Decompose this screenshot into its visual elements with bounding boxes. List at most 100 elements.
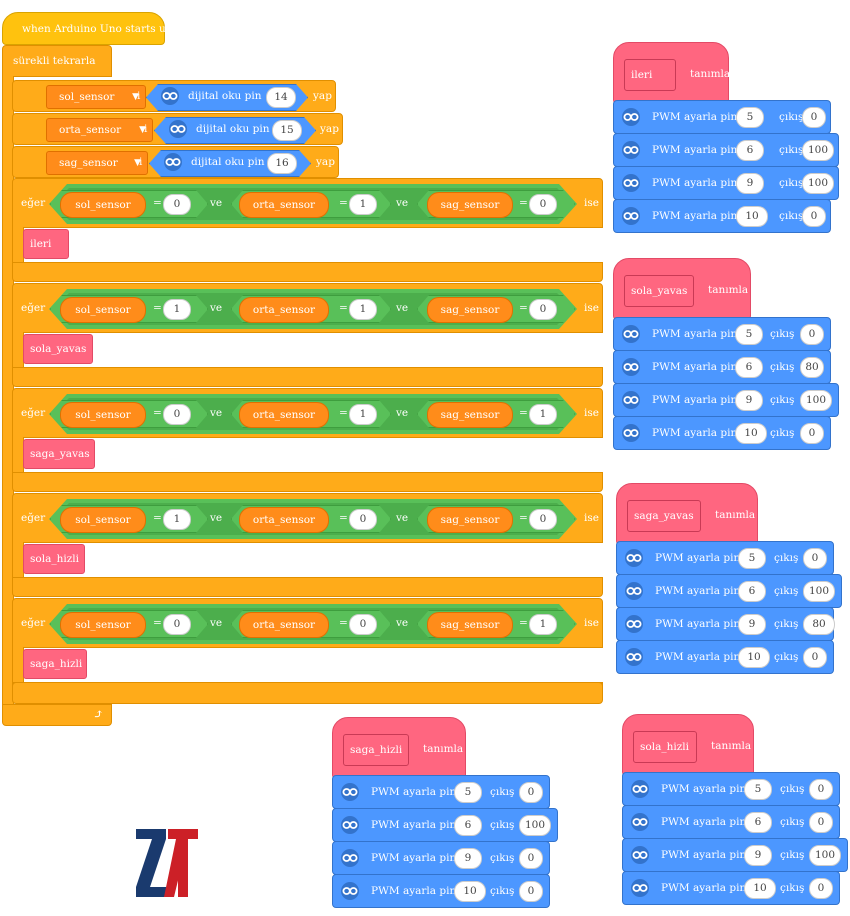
pwm-value-input[interactable]: 100 <box>809 845 841 866</box>
sensor-variable[interactable]: sol_sensor <box>60 612 146 638</box>
compare-value-input[interactable]: 0 <box>349 614 377 635</box>
function-name-slot[interactable]: sola_hizli <box>633 731 697 763</box>
sensor-variable[interactable]: sol_sensor <box>60 192 146 218</box>
pwm-pin-input[interactable]: 9 <box>735 390 763 411</box>
compare-value-input[interactable]: 0 <box>529 509 557 530</box>
compare-value-input[interactable]: 1 <box>163 299 191 320</box>
pwm-value-input[interactable]: 0 <box>803 548 827 569</box>
hat-block-start[interactable]: when Arduino Uno starts up <box>2 12 173 45</box>
pwm-value-input[interactable]: 0 <box>519 881 543 902</box>
pwm-value-input[interactable]: 100 <box>519 815 551 836</box>
pwm-value-input[interactable]: 0 <box>809 878 833 899</box>
sensor-variable[interactable]: orta_sensor <box>239 507 329 533</box>
compare-value-input[interactable]: 0 <box>163 404 191 425</box>
pwm-value-input[interactable]: 0 <box>803 647 827 668</box>
pwm-value-input[interactable]: 0 <box>809 779 833 800</box>
function-name-slot[interactable]: ileri <box>624 59 676 91</box>
pwm-value-input[interactable]: 100 <box>802 140 834 161</box>
sensor-variable[interactable]: sol_sensor <box>60 402 146 428</box>
sensor-variable[interactable]: orta_sensor <box>239 297 329 323</box>
pwm-value-input[interactable]: 0 <box>802 107 826 128</box>
function-call-block[interactable]: saga_hizli <box>23 649 87 679</box>
pwm-value-input[interactable]: 0 <box>802 206 826 227</box>
pwm-value-input[interactable]: 80 <box>803 614 835 635</box>
pwm-value-input[interactable]: 100 <box>803 581 835 602</box>
pin-input[interactable]: 16 <box>267 153 297 174</box>
pwm-pin-input[interactable]: 10 <box>744 878 776 899</box>
pwm-pin-input[interactable]: 9 <box>744 845 772 866</box>
function-call-block[interactable]: saga_yavas <box>23 439 95 469</box>
variable-dropdown[interactable]: orta_sensor▼ <box>46 118 153 142</box>
sensor-variable[interactable]: sag_sensor <box>427 402 513 428</box>
pwm-value-input[interactable]: 100 <box>802 173 834 194</box>
pwm-pin-input[interactable]: 10 <box>454 881 486 902</box>
compare-value-input[interactable]: 1 <box>529 614 557 635</box>
pwm-pin-input[interactable]: 6 <box>454 815 482 836</box>
pwm-pin-input[interactable]: 6 <box>735 357 763 378</box>
pwm-value-input[interactable]: 0 <box>519 848 543 869</box>
pwm-value-input[interactable]: 100 <box>800 390 832 411</box>
pwm-pin-input[interactable]: 6 <box>736 140 764 161</box>
sensor-variable[interactable]: orta_sensor <box>239 402 329 428</box>
function-name-slot[interactable]: sola_yavas <box>624 275 694 307</box>
sensor-variable[interactable]: orta_sensor <box>239 612 329 638</box>
compare-value-input[interactable]: 0 <box>349 509 377 530</box>
pwm-pin-input[interactable]: 9 <box>454 848 482 869</box>
pwm-pin-input[interactable]: 10 <box>735 423 767 444</box>
pwm-value-input[interactable]: 0 <box>809 812 833 833</box>
function-call-block[interactable]: sola_yavas <box>23 334 93 364</box>
pwm-pin-input[interactable]: 10 <box>736 206 768 227</box>
sensor-variable[interactable]: sag_sensor <box>427 297 513 323</box>
sensor-variable[interactable]: sol_sensor <box>60 297 146 323</box>
pwm-pin-input[interactable]: 5 <box>736 107 764 128</box>
pwm-pin-input[interactable]: 9 <box>738 614 766 635</box>
pwm-pin-input[interactable]: 10 <box>738 647 770 668</box>
pwm-value-input[interactable]: 0 <box>519 782 543 803</box>
function-name-slot[interactable]: saga_yavas <box>627 500 701 532</box>
pin-input[interactable]: 15 <box>272 120 302 141</box>
compare-value-input[interactable]: 1 <box>349 404 377 425</box>
function-call-block[interactable]: sola_hizli <box>23 544 85 574</box>
compare-value-input[interactable]: 1 <box>349 299 377 320</box>
function-name-slot[interactable]: saga_hizli <box>343 734 409 766</box>
pwm-pin-input[interactable]: 5 <box>735 324 763 345</box>
variable-dropdown[interactable]: sag_sensor▼ <box>46 151 148 175</box>
sensor-variable[interactable]: sol_sensor <box>60 507 146 533</box>
compare-value-input[interactable]: 0 <box>529 194 557 215</box>
forever-loop-block[interactable]: sürekli tekrarla <box>2 45 112 77</box>
compare-value-input[interactable]: 0 <box>163 194 191 215</box>
sensor-variable[interactable]: orta_sensor <box>239 192 329 218</box>
compare-value-input[interactable]: 0 <box>529 299 557 320</box>
sensor-variable[interactable]: sag_sensor <box>427 192 513 218</box>
pwm-value-input[interactable]: 80 <box>800 357 824 378</box>
